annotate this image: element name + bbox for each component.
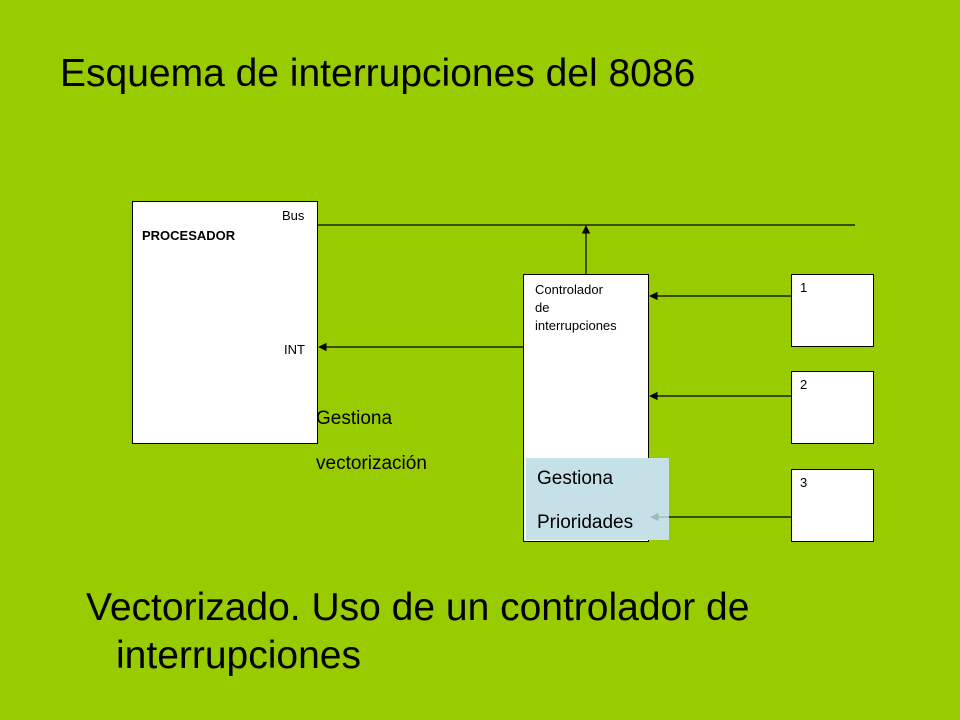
device-box-3	[791, 469, 874, 542]
priorities-note-line-2: Prioridades	[537, 512, 634, 533]
caption-line-1: Vectorizado. Uso de un controlador de	[86, 586, 750, 629]
caption-line-2: interrupciones	[116, 634, 361, 677]
controller-label-line-1: Controlador	[535, 282, 603, 297]
device-label-1: 1	[800, 280, 808, 295]
device-box-1	[791, 274, 874, 347]
device-label-3: 3	[800, 475, 808, 490]
device-box-2	[791, 371, 874, 444]
priorities-note-line-1: Gestiona	[537, 468, 614, 489]
bus-label: Bus	[282, 208, 305, 223]
processor-box	[132, 201, 318, 444]
vectorization-note-line-1: Gestiona	[316, 408, 393, 429]
processor-label: PROCESADOR	[142, 228, 236, 243]
vectorization-note-line-2: vectorización	[316, 453, 427, 474]
slide-title: Esquema de interrupciones del 8086	[60, 52, 696, 95]
controller-label-line-2: de	[535, 300, 550, 315]
slide-caption: Vectorizado. Uso de un controlador de in…	[86, 584, 749, 680]
device-label-2: 2	[800, 377, 808, 392]
controller-label-line-3: interrupciones	[535, 318, 617, 333]
priorities-note-box	[526, 458, 669, 540]
int-label: INT	[284, 342, 305, 357]
